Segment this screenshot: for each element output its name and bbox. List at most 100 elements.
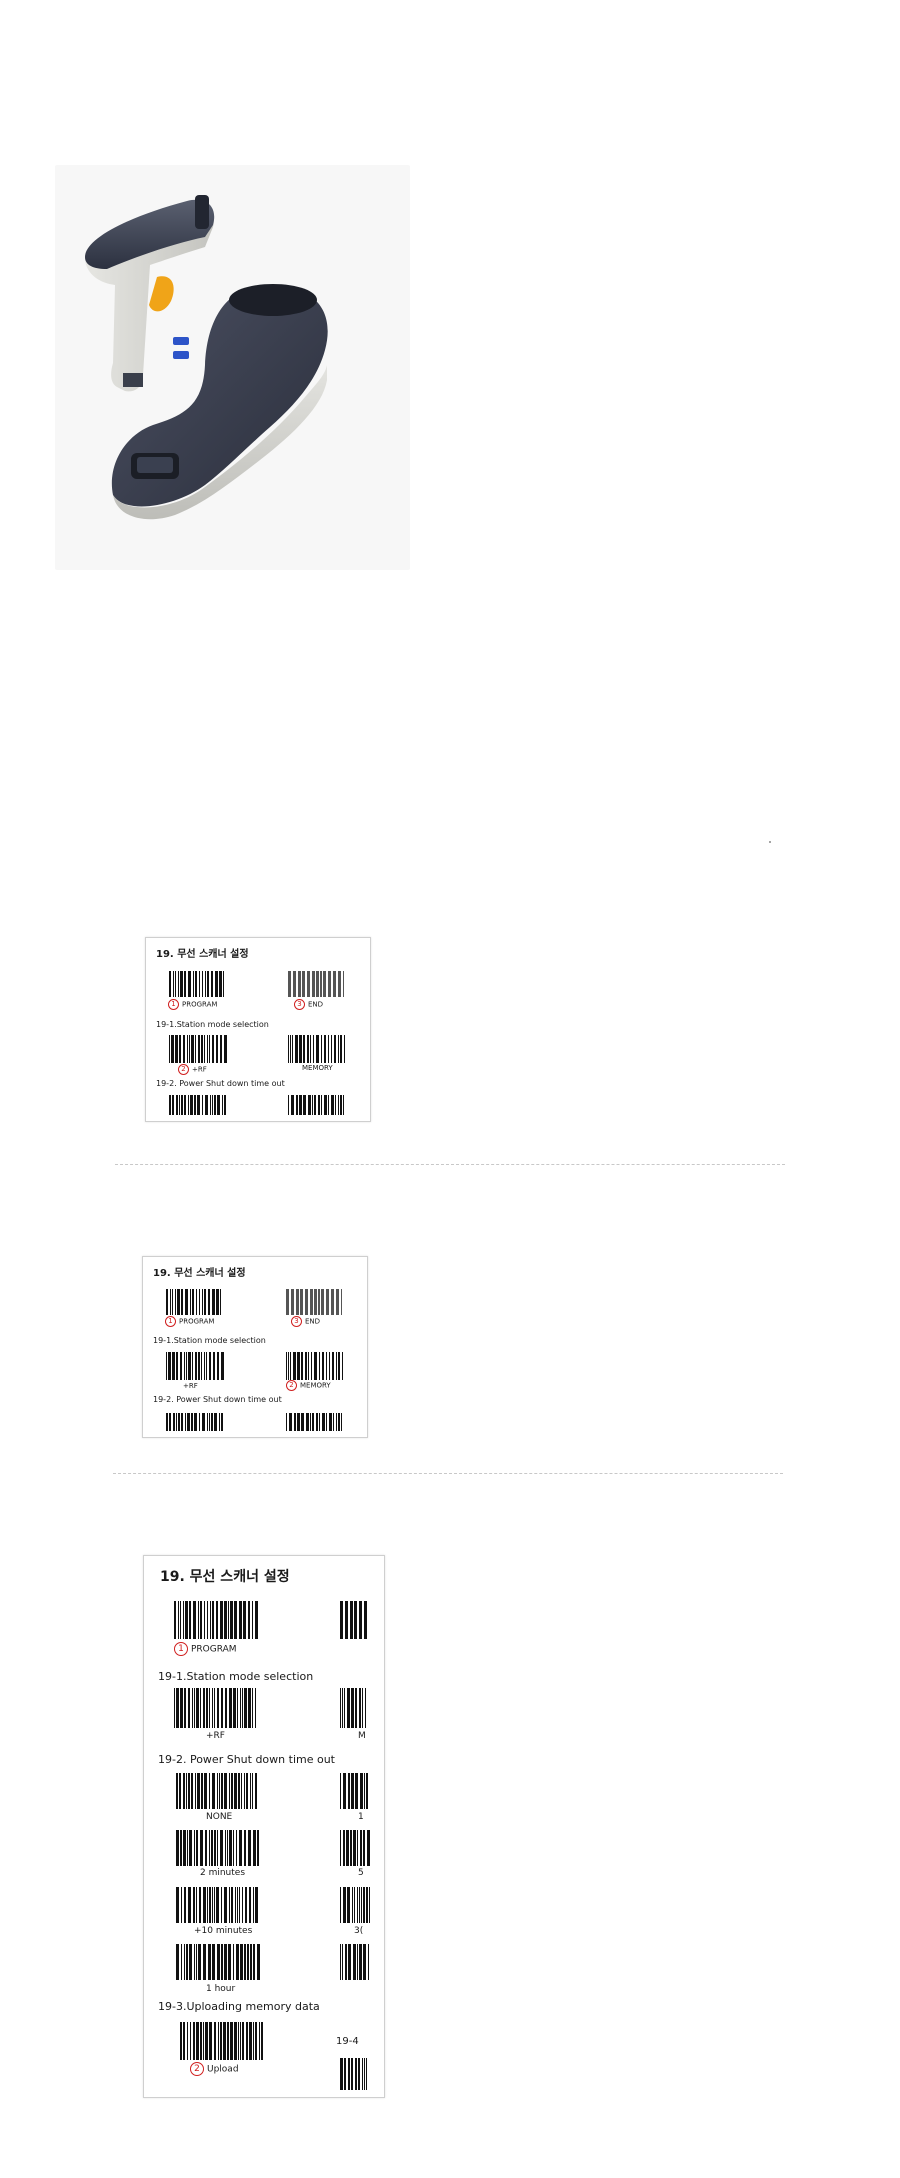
barcode-memory[interactable] [288, 1035, 346, 1067]
barcode-bar [204, 1352, 205, 1380]
barcode-bar [295, 1035, 298, 1063]
barcode-bar [196, 2022, 199, 2060]
barcode-bar [305, 1352, 307, 1380]
barcode-bar [215, 971, 218, 997]
barcode-bar [305, 1289, 308, 1315]
barcode-30min-partial[interactable] [340, 1887, 370, 1927]
barcode-bar [188, 1773, 190, 1809]
barcode-bar [351, 1773, 354, 1809]
barcode-bar [319, 1413, 320, 1431]
barcode-rf[interactable] [174, 1688, 258, 1732]
barcode-program[interactable] [174, 1601, 258, 1643]
barcode-bar [188, 1688, 190, 1728]
barcode-bar [188, 1887, 191, 1923]
barcode-power-1[interactable] [166, 1413, 224, 1435]
barcode-extra-partial[interactable] [340, 1944, 370, 1984]
barcode-bar [189, 1944, 192, 1980]
barcode-end[interactable] [288, 971, 344, 1001]
barcode-bar [188, 1095, 189, 1115]
barcode-program[interactable] [166, 1289, 224, 1319]
barcode-bar [353, 1830, 356, 1866]
barcode-program[interactable] [169, 971, 227, 1001]
barcode-bar [360, 1773, 363, 1809]
barcode-upload[interactable] [180, 2022, 264, 2064]
barcode-bar [238, 1773, 240, 1809]
barcode-bar [326, 1413, 327, 1431]
label-none: NONE [206, 1812, 233, 1822]
barcode-bar [255, 1887, 258, 1923]
barcode-bar [198, 1944, 201, 1980]
barcode-rf[interactable] [169, 1035, 227, 1067]
barcode-bar [189, 1601, 191, 1639]
barcode-bar [364, 1773, 365, 1809]
barcode-bar [357, 1944, 358, 1980]
label-rf: +RF [206, 1731, 225, 1741]
barcode-bar [205, 1830, 207, 1866]
barcode-bar [190, 1289, 191, 1315]
barcode-bar [368, 1944, 369, 1980]
barcode-bar [336, 1413, 337, 1431]
barcode-1-hour[interactable] [176, 1944, 260, 1984]
label-1-partial: 1 [358, 1812, 364, 1822]
barcode-bar [202, 1289, 203, 1315]
barcode-bar [228, 1944, 231, 1980]
upload-memory-heading: 19-3.Uploading memory data [158, 2000, 320, 2013]
barcode-bar [200, 1830, 203, 1866]
barcode-power-2[interactable] [288, 1095, 344, 1119]
barcode-2-minutes[interactable] [176, 1830, 260, 1870]
barcode-memory[interactable] [286, 1352, 344, 1384]
station-mode-heading: 19-1.Station mode selection [156, 1020, 269, 1029]
barcode-bar [333, 971, 336, 997]
barcode-10-minutes[interactable] [176, 1887, 260, 1927]
barcode-bar [344, 1035, 345, 1063]
barcode-bar [216, 1601, 218, 1639]
barcode-bar [204, 1289, 206, 1315]
barcode-bar [253, 1887, 254, 1923]
barcode-power-2[interactable] [286, 1413, 342, 1435]
barcode-none[interactable] [176, 1773, 260, 1813]
barcode-bar [214, 1095, 216, 1115]
barcode-bar [220, 1830, 223, 1866]
barcode-bar [176, 1688, 179, 1728]
barcode-bar [316, 1035, 319, 1063]
barcode-bar [209, 1773, 210, 1809]
barcode-bar [209, 1830, 210, 1866]
barcode-bar [183, 1773, 185, 1809]
barcode-bar [207, 971, 209, 997]
barcode-power-1[interactable] [169, 1095, 227, 1119]
barcode-rf[interactable] [166, 1352, 224, 1384]
barcode-end[interactable] [286, 1289, 342, 1319]
barcode-bar [362, 2058, 363, 2090]
barcode-1min-partial[interactable] [340, 1773, 370, 1813]
barcode-bar [250, 1773, 251, 1809]
barcode-bar [172, 1289, 173, 1315]
barcode-bar [322, 1352, 324, 1380]
barcode-bar [194, 1944, 195, 1980]
barcode-bar [205, 971, 206, 997]
barcode-bar [250, 1944, 252, 1980]
barcode-bar [195, 971, 197, 997]
barcode-bar [244, 1688, 247, 1728]
barcode-bar [340, 1944, 341, 1980]
barcode-bar [184, 1688, 186, 1728]
barcode-bar [184, 971, 186, 997]
barcode-bar [230, 2022, 233, 2060]
barcode-19-4-partial[interactable] [340, 2058, 370, 2094]
barcode-bar [207, 1035, 208, 1063]
barcode-bar [253, 1830, 256, 1866]
barcode-memory-partial[interactable] [340, 1688, 370, 1732]
barcode-bar [364, 2058, 365, 2090]
barcode-bar [329, 1352, 330, 1380]
barcode-5min-partial[interactable] [340, 1830, 370, 1870]
barcode-bar [234, 2022, 237, 2060]
barcode-bar [244, 1944, 246, 1980]
step-marker: 3 [291, 1316, 302, 1327]
program-text: PROGRAM [191, 1644, 237, 1655]
barcode-bar [191, 1773, 193, 1809]
barcode-end-partial[interactable] [340, 1601, 370, 1643]
station-mode-heading: 19-1.Station mode selection [153, 1336, 266, 1345]
barcode-bar [187, 1035, 188, 1063]
barcode-bar [320, 971, 322, 997]
